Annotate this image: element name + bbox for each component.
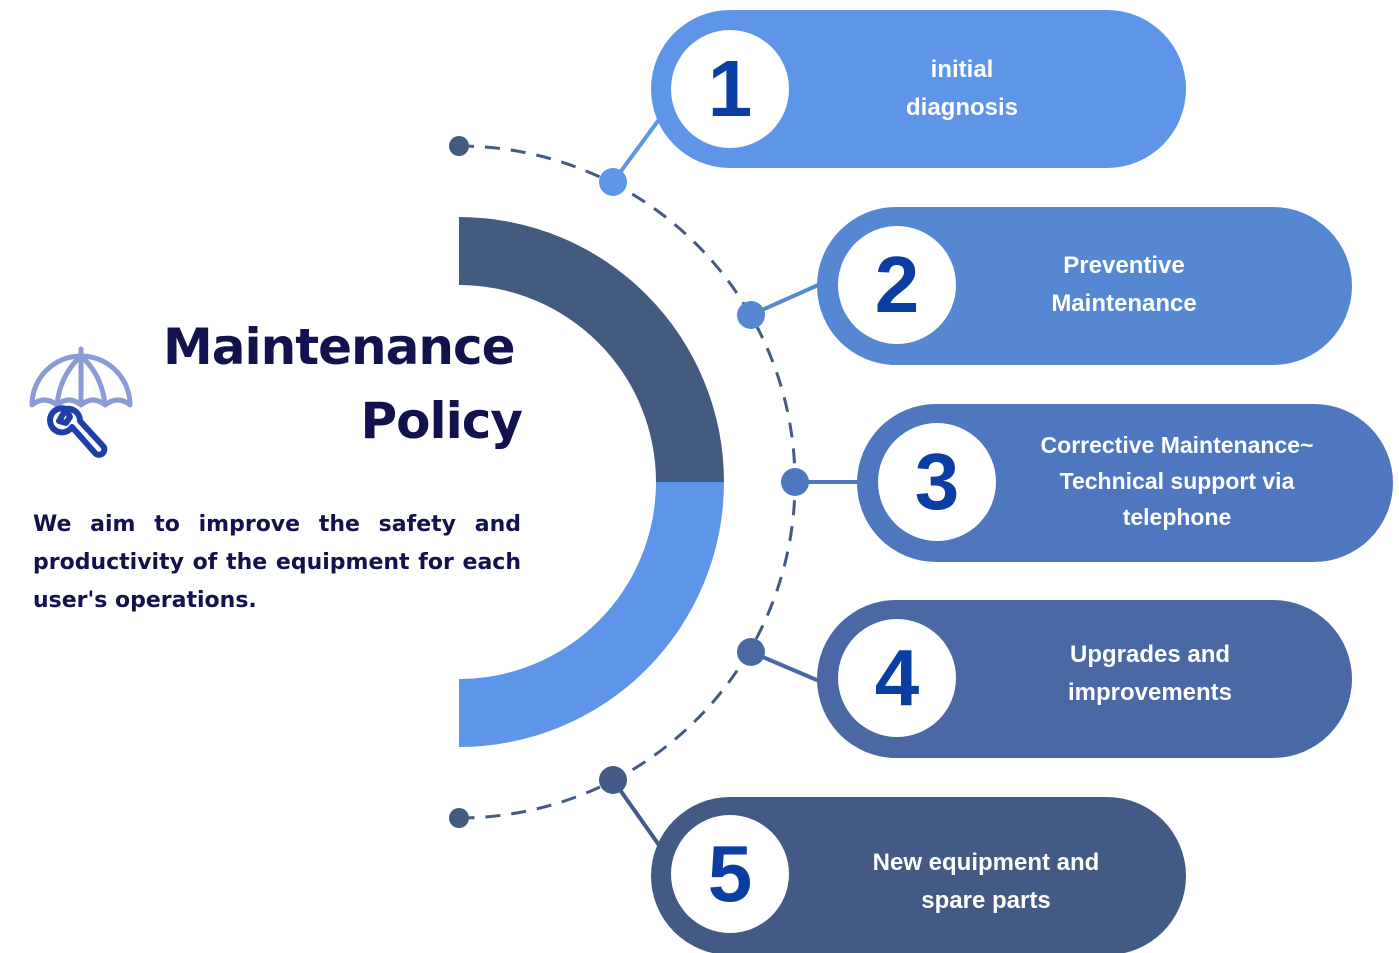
step-1-pill — [651, 10, 1186, 168]
connector-dot-4 — [737, 638, 765, 666]
title-line-1: Maintenance — [163, 318, 516, 376]
orbit-end-top — [449, 136, 469, 156]
connector-4 — [750, 650, 846, 694]
step-5-number: 5 — [671, 815, 789, 933]
step-4-pill — [817, 600, 1352, 758]
step-1-number: 1 — [671, 30, 789, 148]
step-3-number: 3 — [878, 423, 996, 541]
step-4-number: 4 — [838, 619, 956, 737]
step-1-label: initial diagnosis — [905, 56, 1019, 121]
step-4-label: Upgrades and improvements — [1067, 641, 1233, 706]
step-2-pill — [817, 207, 1352, 365]
step-5-pill — [651, 797, 1186, 953]
umbrella-icon — [29, 346, 133, 458]
connector-dot-2 — [737, 301, 765, 329]
step-2-number: 2 — [838, 226, 956, 344]
connector-dot-1 — [599, 168, 627, 196]
step-2-label: Preventive Maintenance — [1051, 252, 1197, 317]
step-3-pill — [857, 404, 1393, 562]
connector-dot-5 — [599, 766, 627, 794]
orbit-end-bottom — [449, 808, 469, 828]
arc-bottom-segment — [459, 482, 724, 747]
connector-2 — [750, 271, 846, 317]
step-3-label: Corrective Maintenance~ Technical suppor… — [1040, 432, 1314, 530]
title-line-2: Policy — [360, 392, 523, 450]
description: We aim to improve the safety and product… — [33, 512, 521, 613]
arc-top-segment — [459, 217, 724, 482]
connector-1 — [611, 108, 668, 184]
connector-dot-3 — [781, 468, 809, 496]
connector-5 — [611, 778, 668, 857]
wrench-icon — [47, 405, 108, 458]
step-5-label: New equipment and spare parts — [872, 849, 1100, 914]
